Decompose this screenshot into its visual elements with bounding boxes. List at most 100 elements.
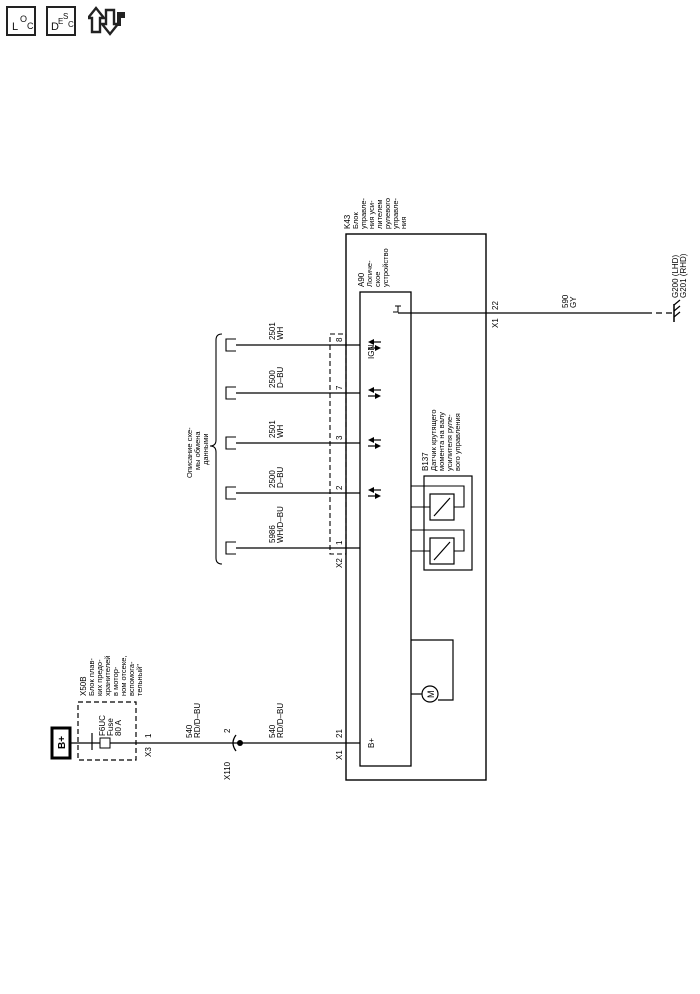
desc-icon-s: S [63,12,69,21]
logic-device-a90[interactable]: A90 Логиче- ское устройство B+ IGN [357,248,412,767]
circuit-color-7: D–BU [276,366,285,388]
fuse-label: F6UC Fuse 80 A [98,715,123,736]
circuit-color-1: WH/D–BU [276,506,285,543]
a90-ref: A90 [357,272,366,287]
circuit-pin-2: 2 [335,485,344,490]
circuit-number-8: 2501 [268,322,277,340]
torque-sensor-element-2 [411,529,465,565]
x110-pin: 2 [223,728,232,733]
fuse-desc-2: хранителей [103,656,112,696]
fuse-line-1: F6UC [98,715,107,736]
connector-x2[interactable] [329,333,347,555]
b137-desc-2: усилителя руле- [445,414,454,471]
data-link-wrench-icon [85,6,125,36]
wire-590-color: GY [569,296,578,308]
k43-desc-1: управле- [359,197,368,229]
circuit-pin-8: 8 [335,337,344,342]
torque-sensor-b137[interactable]: B137 Датчик крутящего момента на валу ус… [411,409,473,571]
circuit-pin-1: 1 [335,540,344,545]
ign-input-label: IGN [367,345,376,359]
b137-ref: B137 [421,452,430,471]
fuse-desc-3: в мотор- [111,666,120,696]
wire-540b-number: 540 [268,724,277,738]
k43-desc-3: лителем [375,199,384,229]
k43-desc-4: рулевого [383,198,392,229]
circuit-number-7: 2500 [268,370,277,388]
bidirectional-arrow-icon [368,387,381,399]
k43-desc-6: ния [399,217,408,229]
loc-button[interactable]: L O C [6,6,36,36]
loc-icon-c: C [27,21,34,31]
fuse-desc-5: вспомога- [127,661,136,696]
circuit-color-8: WH [276,326,285,340]
circuit-number-1: 5986 [268,525,277,543]
ground-pin: 22 [491,301,500,310]
a90-desc-0: Логиче- [365,260,374,287]
desc-icon: D [51,21,59,33]
k43-description: Блок управле- ния уси- лителем рулевого … [351,197,408,229]
k43-desc-0: Блок [351,212,360,229]
loc-icon-o: O [20,14,28,24]
fuse-line-2: Fuse [106,718,115,736]
fuse-desc-6: тельный" [135,664,144,696]
fuse-block-description: Блок плав- ких предо- хранителей в мотор… [87,656,144,696]
circuit-stub-1 [225,541,236,555]
inline-connector-x110[interactable]: 2 X110 [223,728,243,780]
x1-ground-label: X1 [491,318,500,328]
circuit-pin-3: 3 [335,435,344,440]
fuse-block[interactable]: F6UC Fuse 80 A X50B Блок плав- ких предо… [70,656,153,761]
circuit-stub-3 [225,436,236,450]
motor-symbol: M [426,691,436,699]
b137-desc-0: Датчик крутящего [429,409,438,471]
desc-icon-c: C [68,20,74,29]
torque-sensor-element-1 [411,485,465,521]
serial-desc-1: мы обмена [193,431,202,470]
circuit-number-2: 2500 [268,470,277,488]
wire-540-number: 540 [185,724,194,738]
b137-desc-1: момента на валу [437,412,446,471]
bplus-pin: 21 [335,729,344,738]
fuse-pin: 1 [144,733,153,738]
circuit-pin-7: 7 [335,385,344,390]
data-link-wrench-button[interactable] [85,6,128,38]
bidirectional-arrow-icon [368,339,381,351]
a90-desc-2: устройство [381,248,390,287]
ground-icon [673,299,681,322]
serial-desc-2: данными [201,433,210,465]
circuit-stub-7 [225,386,236,400]
circuit-stub-2 [225,486,236,500]
bidirectional-arrow-icon [368,487,381,499]
fuse-connector: X3 [144,747,153,757]
circuit-color-2: D–BU [276,466,285,488]
circuit-stub-8 [225,338,236,352]
battery-terminal[interactable]: B+ [50,726,72,760]
ground-line-1: G200 (LHD) [671,255,680,298]
wire-540b-color: RD/D–BU [276,703,285,738]
ground-line-2: G201 (RHD) [679,253,688,298]
module-k43[interactable]: K43 Блок управле- ния уси- лителем рулев… [335,197,500,781]
fuse-desc-4: ном отсеке, [119,656,128,696]
k43-desc-2: ния уси- [367,200,376,229]
circuit-color-3: WH [276,424,285,438]
k43-desc-5: управле- [391,197,400,229]
desc-button[interactable]: D E S C [46,6,76,36]
wire-540-color: RD/D–BU [193,703,202,738]
motor-icon[interactable]: M [411,639,454,703]
x110-ref: X110 [223,761,232,780]
fuse-line-3: 80 A [114,719,123,736]
fuse-desc-1: ких предо- [95,659,104,696]
b137-desc-3: вого управления [453,413,462,471]
x2-label: X2 [335,558,344,568]
circuit-number-3: 2501 [268,420,277,438]
toolbar: L O C D E S C [4,4,134,42]
bplus-input-label: B+ [367,738,376,748]
ground-symbol-inner [393,305,401,313]
serial-data-brace [209,333,223,565]
x1-bplus-label: X1 [335,750,344,760]
